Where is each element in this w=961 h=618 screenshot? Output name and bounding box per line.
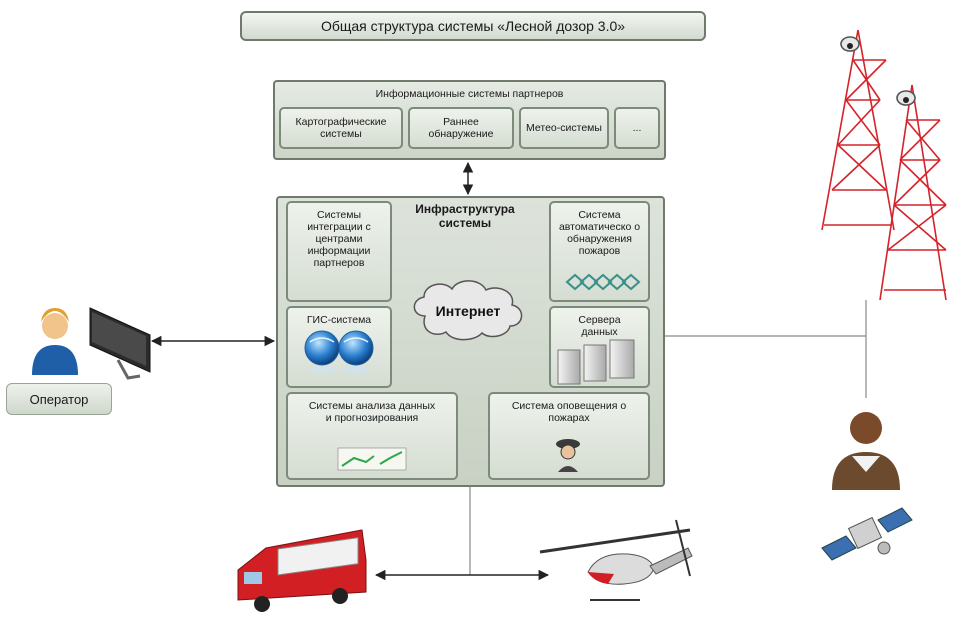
fire-truck-icon — [237, 529, 367, 612]
partner-more: ... — [614, 107, 660, 149]
camera-tower-icon — [821, 29, 947, 301]
internet-label: Интернет — [436, 303, 501, 319]
integration-systems-box: Системы интеграции с центрами информации… — [286, 201, 392, 302]
network-chevrons-icon — [565, 273, 641, 291]
helicopter-icon — [539, 519, 693, 601]
diagram-title: Общая структура системы «Лесной дозор 3.… — [240, 11, 706, 41]
gis-system-box: ГИС-система — [286, 306, 392, 388]
gis-label: ГИС-система — [306, 314, 372, 326]
internet-cloud-icon: Интернет — [413, 280, 523, 341]
chart-line-icon — [337, 447, 407, 471]
auto-detection-label: Система автоматическо о обнаружения пожа… — [558, 209, 641, 257]
partner-cartographic: Картографические системы — [279, 107, 403, 149]
analysis-label: Системы анализа данных и прогнозирования — [308, 400, 436, 424]
operator-with-monitor-icon — [32, 307, 151, 380]
satellite-icon — [821, 507, 913, 561]
alert-system-box: Система оповещения о пожарах — [488, 392, 650, 480]
firefighter-icon — [556, 439, 580, 472]
alert-label: Система оповещения о пожарах — [511, 400, 627, 424]
server-icon — [557, 339, 635, 385]
servers-label: Сервера данных — [578, 314, 621, 338]
infrastructure-title: Инфраструктура системы — [415, 202, 515, 230]
partners-title: Информационные системы партнеров — [375, 88, 564, 100]
operator-label: Оператор — [6, 383, 112, 415]
globe-icon — [304, 330, 374, 374]
person-icon — [832, 412, 900, 490]
partner-early-detection: Раннее обнаружение — [408, 107, 514, 149]
partner-meteo: Метео-системы — [519, 107, 609, 149]
